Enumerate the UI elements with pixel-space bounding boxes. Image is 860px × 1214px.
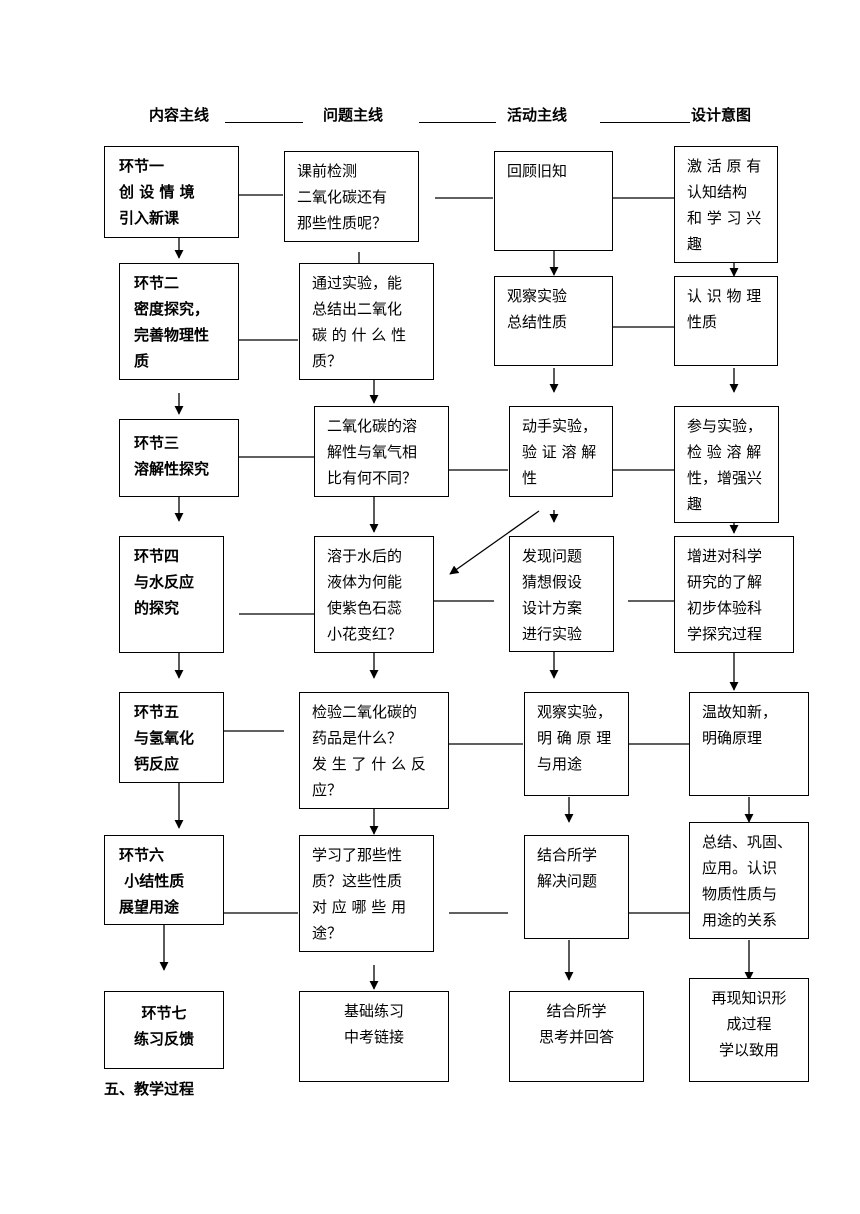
intent-2-box: 认 识 物 理 性质: [674, 276, 778, 366]
question-5-box: 检验二氧化碳的 药品是什么？ 发 生 了 什 么 反 应？: [299, 692, 449, 809]
question-7-text: 基础练习 中考链接: [343, 1002, 404, 1046]
activity-3-text: 动手实验， 验 证 溶 解 性: [522, 417, 598, 487]
stage-4-text: 环节四 与水反应 的探究: [134, 547, 195, 617]
header-underline: [419, 122, 496, 123]
stage-6-box: 环节六 小结性质 展望用途: [104, 835, 224, 925]
activity-2-text: 观察实验 总结性质: [507, 287, 568, 331]
intent-2-text: 认 识 物 理 性质: [687, 287, 762, 331]
stage-7-text: 环节七 练习反馈: [133, 1004, 194, 1048]
header-underline: [600, 122, 690, 123]
intent-1-text: 激 活 原 有 认知结构 和 学 习 兴 趣: [687, 157, 762, 253]
question-3-text: 二氧化碳的溶 解性与氧气相 比有何不同？: [327, 417, 418, 487]
section-heading: 五、教学过程: [104, 1080, 195, 1098]
stage-6-text: 环节六 小结性质 展望用途: [119, 846, 185, 916]
question-2-text: 通过实验，能 总结出二氧化 碳 的 什 么 性 质？: [312, 274, 407, 370]
activity-7-box: 结合所学 思考并回答: [509, 991, 644, 1082]
activity-7-text: 结合所学 思考并回答: [538, 1002, 614, 1046]
intent-6-text: 总结、巩固、 应用。认识 物质性质与 用途的关系: [702, 833, 793, 929]
header-question-line: 问题主线: [323, 106, 384, 124]
question-1-box: 课前检测 二氧化碳还有 那些性质呢？: [284, 151, 419, 242]
activity-6-box: 结合所学 解决问题: [524, 835, 629, 939]
header-design-intent: 设计意图: [691, 106, 752, 124]
activity-5-text: 观察实验， 明 确 原 理 与用途: [537, 703, 613, 773]
stage-2-text: 环节二 密度探究， 完善物理性 质: [134, 274, 210, 370]
intent-3-box: 参与实验， 检 验 溶 解 性，增强兴 趣: [674, 406, 779, 523]
stage-4-box: 环节四 与水反应 的探究: [119, 536, 224, 653]
intent-5-text: 温故知新， 明确原理: [702, 703, 778, 747]
question-2-box: 通过实验，能 总结出二氧化 碳 的 什 么 性 质？: [299, 263, 434, 380]
activity-2-box: 观察实验 总结性质: [494, 276, 613, 366]
activity-4-text: 发现问题 猜想假设 设计方案 进行实验: [522, 547, 583, 643]
stage-5-text: 环节五 与氢氧化 钙反应: [134, 703, 195, 773]
intent-6-box: 总结、巩固、 应用。认识 物质性质与 用途的关系: [689, 822, 809, 939]
activity-4-box: 发现问题 猜想假设 设计方案 进行实验: [509, 536, 614, 652]
stage-5-box: 环节五 与氢氧化 钙反应: [119, 692, 224, 783]
activity-3-box: 动手实验， 验 证 溶 解 性: [509, 406, 613, 497]
header-activity-line: 活动主线: [507, 106, 568, 124]
question-6-text: 学习了那些性 质？这些性质 对 应 哪 些 用 途？: [312, 846, 407, 942]
stage-1-box: 环节一 创 设 情 境 引入新课: [104, 146, 239, 238]
intent-7-box: 再现知识形 成过程 学以致用: [689, 978, 809, 1082]
question-4-text: 溶于水后的 液体为何能 使紫色石蕊 小花变红？: [327, 547, 403, 643]
question-3-box: 二氧化碳的溶 解性与氧气相 比有何不同？: [314, 406, 449, 497]
question-6-box: 学习了那些性 质？这些性质 对 应 哪 些 用 途？: [299, 835, 434, 952]
intent-3-text: 参与实验， 检 验 溶 解 性，增强兴 趣: [687, 417, 763, 513]
stage-3-box: 环节三 溶解性探究: [119, 419, 239, 497]
intent-7-text: 再现知识形 成过程 学以致用: [711, 989, 787, 1059]
question-1-text: 课前检测 二氧化碳还有 那些性质呢？: [297, 162, 388, 232]
header-underline: [225, 122, 303, 123]
question-4-box: 溶于水后的 液体为何能 使紫色石蕊 小花变红？: [314, 536, 434, 653]
intent-5-box: 温故知新， 明确原理: [689, 692, 809, 796]
activity-5-box: 观察实验， 明 确 原 理 与用途: [524, 692, 629, 796]
intent-4-box: 增进对科学 研究的了解 初步体验科 学探究过程: [674, 536, 794, 653]
question-7-box: 基础练习 中考链接: [299, 991, 449, 1082]
activity-1-text: 回顾旧知: [507, 162, 568, 180]
stage-2-box: 环节二 密度探究， 完善物理性 质: [119, 263, 239, 380]
activity-6-text: 结合所学 解决问题: [537, 846, 598, 890]
header-content-line: 内容主线: [149, 106, 210, 124]
stage-1-text: 环节一 创 设 情 境 引入新课: [119, 157, 195, 227]
stage-3-text: 环节三 溶解性探究: [134, 434, 210, 478]
stage-7-box: 环节七 练习反馈: [104, 991, 224, 1069]
question-5-text: 检验二氧化碳的 药品是什么？ 发 生 了 什 么 反 应？: [312, 703, 426, 799]
intent-1-box: 激 活 原 有 认知结构 和 学 习 兴 趣: [674, 146, 778, 263]
intent-4-text: 增进对科学 研究的了解 初步体验科 学探究过程: [687, 547, 763, 643]
activity-1-box: 回顾旧知: [494, 151, 613, 251]
